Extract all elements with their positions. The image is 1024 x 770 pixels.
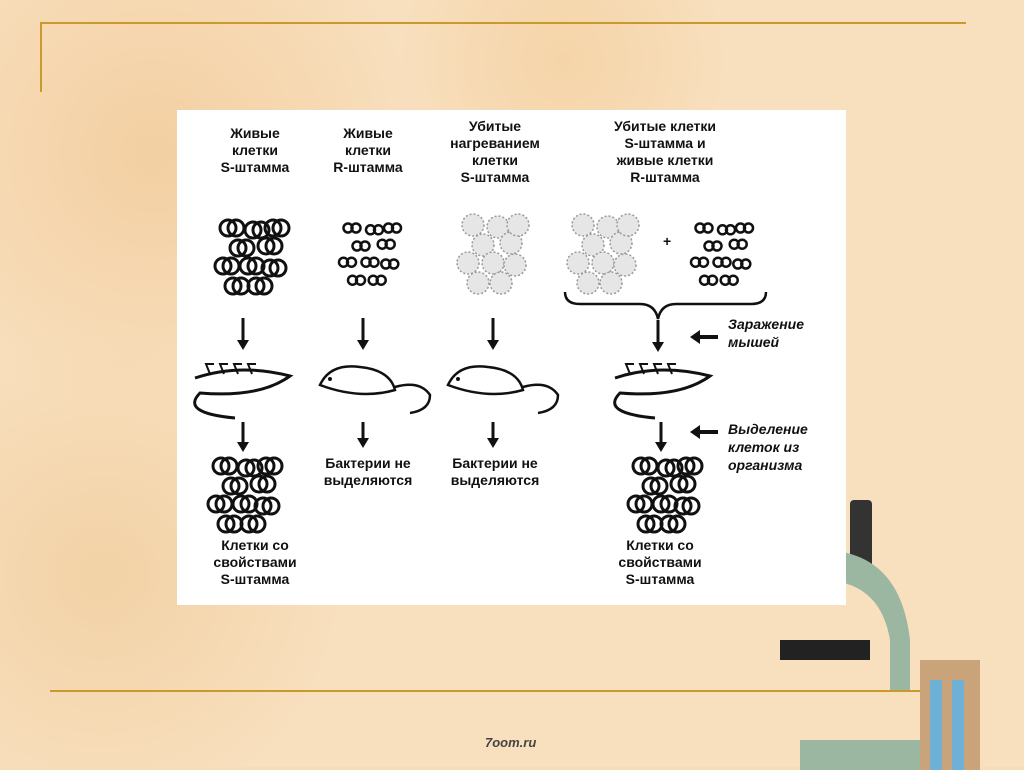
cells-live-r-mix xyxy=(689,222,755,286)
mouse-alive-2 xyxy=(446,365,560,415)
cells-live-s-strain xyxy=(213,218,291,296)
plus-sign: + xyxy=(663,233,672,249)
cells-result-s-2 xyxy=(626,456,704,534)
mix-brace xyxy=(563,291,768,320)
cells-killed-s-mix xyxy=(566,213,640,295)
decor-line-left xyxy=(40,22,42,92)
mouse-dead-1 xyxy=(193,368,294,420)
decor-line-bottom xyxy=(50,690,976,692)
watermark: 7oom.ru xyxy=(485,735,537,750)
griffith-experiment-diagram xyxy=(177,110,846,605)
mouse-dead-2 xyxy=(613,368,714,420)
mouse-alive-1 xyxy=(318,365,432,415)
microscope-icon xyxy=(780,500,980,770)
cells-result-s-1 xyxy=(206,456,284,534)
decor-line-top xyxy=(40,22,966,24)
cells-live-r-strain xyxy=(337,222,403,286)
cells-killed-s-strain xyxy=(456,213,530,295)
